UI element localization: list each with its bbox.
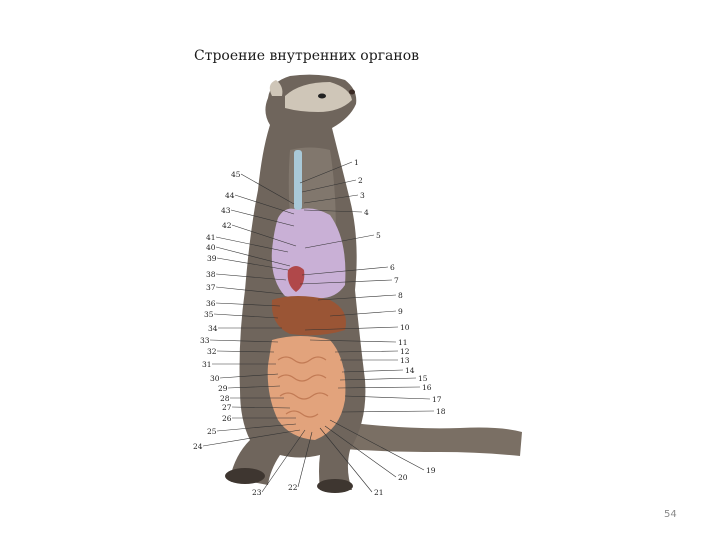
- leader-line-42: [231, 224, 297, 247]
- leader-line-20: [324, 425, 397, 478]
- label-10: 10: [400, 323, 410, 332]
- label-39: 39: [207, 254, 217, 263]
- label-37: 37: [206, 283, 216, 292]
- label-28: 28: [220, 394, 230, 403]
- label-35: 35: [204, 310, 214, 319]
- label-14: 14: [405, 366, 415, 375]
- label-21: 21: [374, 488, 384, 497]
- label-36: 36: [206, 299, 216, 308]
- leader-line-16: [337, 386, 421, 389]
- leader-line-24: [202, 429, 301, 447]
- label-18: 18: [436, 407, 446, 416]
- label-43: 43: [221, 206, 231, 215]
- label-9: 9: [398, 307, 403, 316]
- label-24: 24: [193, 442, 203, 451]
- leader-line-1: [299, 161, 353, 184]
- leader-line-25: [216, 423, 297, 432]
- internal-organs: [267, 150, 346, 440]
- leader-line-4: [303, 209, 363, 213]
- label-12: 12: [400, 347, 410, 356]
- leader-line-9: [329, 310, 397, 317]
- leader-line-11: [309, 339, 397, 343]
- leader-line-36: [215, 302, 281, 307]
- leader-line-37: [215, 286, 284, 295]
- label-29: 29: [218, 384, 228, 393]
- leader-line-8: [317, 294, 397, 301]
- label-19: 19: [426, 466, 436, 475]
- label-34: 34: [208, 324, 218, 333]
- leader-line-6: [301, 266, 389, 276]
- figure-title: Строение внутренних органов: [194, 48, 420, 64]
- leader-line-27: [231, 406, 291, 409]
- leader-line-23: [261, 429, 306, 493]
- leader-line-14: [341, 369, 404, 373]
- leader-line-19: [329, 419, 425, 471]
- leader-line-33: [209, 339, 279, 343]
- leader-line-22: [297, 431, 313, 488]
- label-5: 5: [376, 231, 381, 240]
- label-6: 6: [390, 263, 395, 272]
- label-25: 25: [207, 427, 217, 436]
- label-13: 13: [400, 356, 410, 365]
- label-11: 11: [398, 338, 408, 347]
- ferret-body: [225, 74, 522, 493]
- label-15: 15: [418, 374, 428, 383]
- leader-line-39: [216, 257, 289, 271]
- label-8: 8: [398, 291, 403, 300]
- label-4: 4: [364, 208, 369, 217]
- leader-line-7: [299, 279, 393, 285]
- label-33: 33: [200, 336, 210, 345]
- label-32: 32: [207, 347, 217, 356]
- label-38: 38: [206, 270, 216, 279]
- label-1: 1: [354, 158, 359, 167]
- number-labels: 1234567891011121314151617181920212223242…: [193, 158, 446, 497]
- label-17: 17: [432, 395, 442, 404]
- label-30: 30: [210, 374, 220, 383]
- leader-line-15: [339, 377, 417, 381]
- label-31: 31: [202, 360, 212, 369]
- leader-line-32: [216, 350, 275, 353]
- intestines: [267, 336, 346, 440]
- label-41: 41: [206, 233, 216, 242]
- label-42: 42: [222, 221, 232, 230]
- label-44: 44: [225, 191, 235, 200]
- label-23: 23: [252, 488, 262, 497]
- label-26: 26: [222, 414, 232, 423]
- leader-line-12: [334, 350, 399, 353]
- leader-line-18: [341, 410, 435, 413]
- label-40: 40: [206, 243, 216, 252]
- label-7: 7: [394, 276, 399, 285]
- leader-line-40: [215, 246, 291, 267]
- trachea: [294, 150, 302, 210]
- leader-line-3: [303, 194, 359, 204]
- label-2: 2: [358, 176, 363, 185]
- leader-line-2: [301, 179, 357, 193]
- leader-line-41: [215, 236, 289, 253]
- label-16: 16: [422, 383, 432, 392]
- label-22: 22: [288, 483, 298, 492]
- label-27: 27: [222, 403, 232, 412]
- label-3: 3: [360, 191, 365, 200]
- leader-line-44: [234, 194, 295, 215]
- liver: [271, 296, 346, 336]
- label-45: 45: [231, 170, 241, 179]
- leader-line-38: [215, 273, 287, 281]
- leader-line-45: [240, 173, 295, 205]
- leader-line-35: [213, 313, 279, 319]
- leader-line-10: [304, 326, 399, 331]
- page-number: 54: [664, 509, 677, 520]
- leader-lines: [202, 161, 435, 493]
- heart: [287, 266, 305, 292]
- leader-line-43: [230, 209, 295, 227]
- leader-line-30: [219, 373, 279, 379]
- leader-line-29: [227, 385, 281, 389]
- label-20: 20: [398, 473, 408, 482]
- leader-line-5: [304, 234, 375, 249]
- leader-line-21: [319, 427, 373, 493]
- leader-line-17: [344, 395, 431, 400]
